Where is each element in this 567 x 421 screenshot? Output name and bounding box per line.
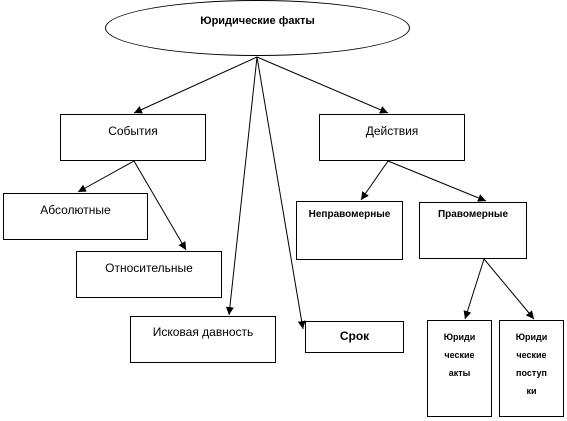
arrow-lawful-to-legal-deeds xyxy=(483,258,535,320)
legal-deeds-node: Юриди ческие поступ ки xyxy=(499,320,564,417)
legal-deeds-line-4: ки xyxy=(526,386,537,396)
actions-label: Действия xyxy=(365,124,419,138)
root-node: Юридические факты xyxy=(105,0,410,56)
relative-label: Относительные xyxy=(105,261,193,275)
lawful-node: Правомерные xyxy=(419,202,527,259)
arrow-root-to-actions xyxy=(256,56,389,114)
legal-acts-line-2: ческие xyxy=(444,350,475,360)
limitation-node: Исковая давность xyxy=(130,316,276,363)
actions-node: Действия xyxy=(319,114,465,161)
legal-deeds-line-1: Юриди xyxy=(515,332,548,342)
term-node: Срок xyxy=(305,321,404,353)
events-label: События xyxy=(108,124,158,138)
absolute-node: Абсолютные xyxy=(3,193,148,240)
legal-acts-line-1: Юриди xyxy=(443,332,476,342)
term-label: Срок xyxy=(339,329,370,343)
arrow-actions-to-unlawful xyxy=(360,160,389,201)
arrow-root-to-limitation xyxy=(225,56,258,316)
arrow-root-to-term xyxy=(256,56,306,330)
arrow-actions-to-lawful xyxy=(387,160,487,202)
lawful-label: Правомерные xyxy=(437,209,509,220)
root-label: Юридические факты xyxy=(200,15,315,27)
events-node: События xyxy=(60,114,206,161)
legal-deeds-line-3: поступ xyxy=(516,368,547,378)
unlawful-label: Неправомерные xyxy=(308,209,391,220)
arrow-root-to-events xyxy=(133,56,258,114)
legal-deeds-line-2: ческие xyxy=(516,350,547,360)
arrow-lawful-to-legal-acts xyxy=(463,258,485,320)
arrow-events-to-relative xyxy=(133,160,187,251)
relative-node: Относительные xyxy=(76,251,222,298)
unlawful-node: Неправомерные xyxy=(296,201,403,260)
arrow-events-to-absolute xyxy=(77,160,135,193)
absolute-label: Абсолютные xyxy=(40,203,111,217)
legal-acts-node: Юриди ческие акты xyxy=(427,320,492,417)
legal-acts-line-3: акты xyxy=(448,368,471,378)
limitation-label: Исковая давность xyxy=(152,325,254,339)
